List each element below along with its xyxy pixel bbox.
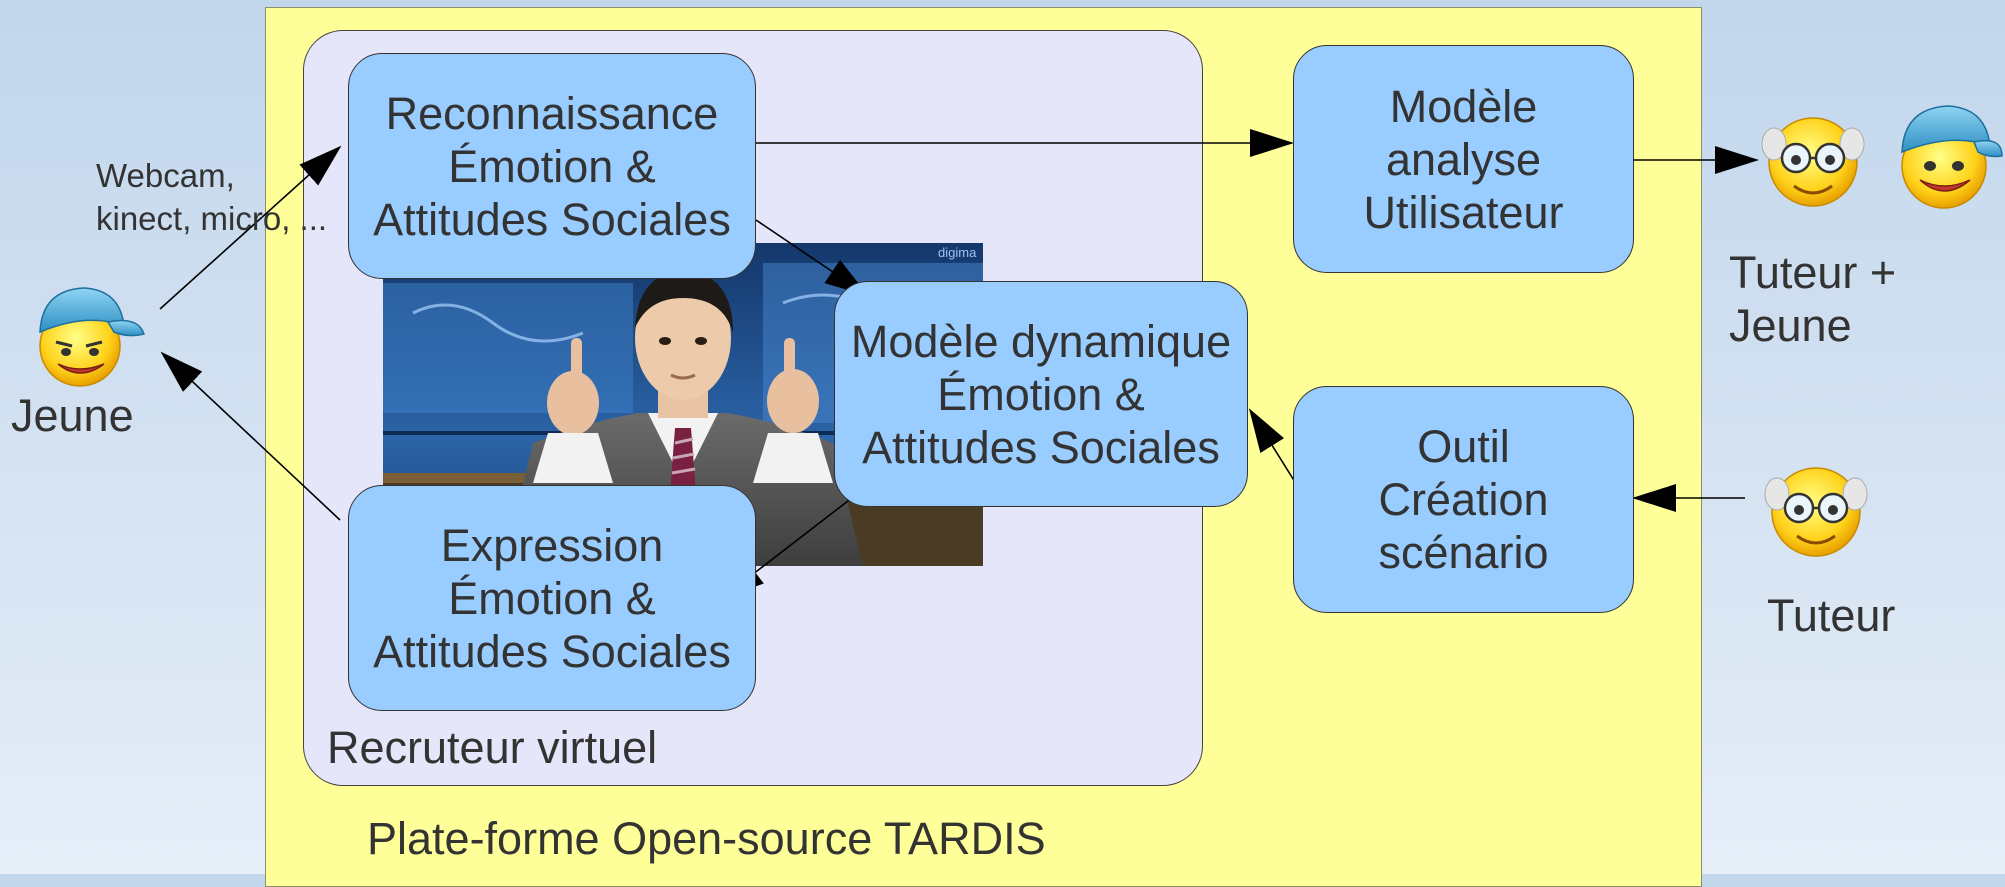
scene-watermark: digima (938, 245, 977, 260)
platform-label: Plate-forme Open-source TARDIS (367, 813, 1046, 864)
recognition-box: Reconnaissance Émotion & Attitudes Socia… (348, 53, 756, 279)
expression-line-2: Émotion & (448, 572, 656, 624)
scenario-tool-line-3: scénario (1378, 527, 1549, 578)
scenario-tool-line-1: Outil (1417, 421, 1510, 472)
smiley-cap-icon (1892, 100, 2004, 217)
recognition-line-1: Reconnaissance (385, 87, 719, 139)
dynamic-model-line-2: Émotion & (937, 368, 1145, 420)
smiley-tutor-icon (1763, 458, 1869, 567)
dynamic-model-box: Modèle dynamique Émotion & Attitudes Soc… (834, 281, 1248, 507)
smiley-cap-icon (28, 282, 146, 395)
user-analysis-line-2: analyse (1385, 133, 1542, 185)
recognition-line-3: Attitudes Sociales (373, 193, 731, 245)
user-analysis-line-3: Utilisateur (1363, 186, 1564, 238)
sensors-label: Webcam, kinect, micro, ... (96, 154, 327, 240)
virtual-recruiter-label: Recruteur virtuel (327, 722, 658, 773)
tutor-youth-label: Tuteur + Jeune (1729, 246, 1896, 352)
tutor-youth-line-2: Jeune (1729, 300, 1852, 351)
dynamic-model-line-1: Modèle dynamique (850, 315, 1232, 367)
user-analysis-line-1: Modèle (1389, 80, 1538, 132)
recognition-line-2: Émotion & (448, 140, 656, 192)
expression-line-3: Attitudes Sociales (373, 625, 731, 677)
expression-box: Expression Émotion & Attitudes Sociales (348, 485, 756, 711)
expression-line-1: Expression (440, 519, 664, 571)
smiley-tutor-icon (1760, 108, 1866, 217)
tutor-youth-line-1: Tuteur + (1729, 247, 1897, 298)
scenario-tool-box: Outil Création scénario (1293, 386, 1634, 613)
tutor-label: Tuteur (1767, 590, 1896, 641)
sensors-line-1: Webcam, (96, 157, 235, 194)
jeune-label: Jeune (11, 390, 134, 441)
dynamic-model-line-3: Attitudes Sociales (862, 421, 1220, 473)
sensors-line-2: kinect, micro, ... (96, 200, 328, 237)
scenario-tool-line-2: Création (1378, 474, 1549, 525)
user-analysis-box: Modèle analyse Utilisateur (1293, 45, 1634, 273)
